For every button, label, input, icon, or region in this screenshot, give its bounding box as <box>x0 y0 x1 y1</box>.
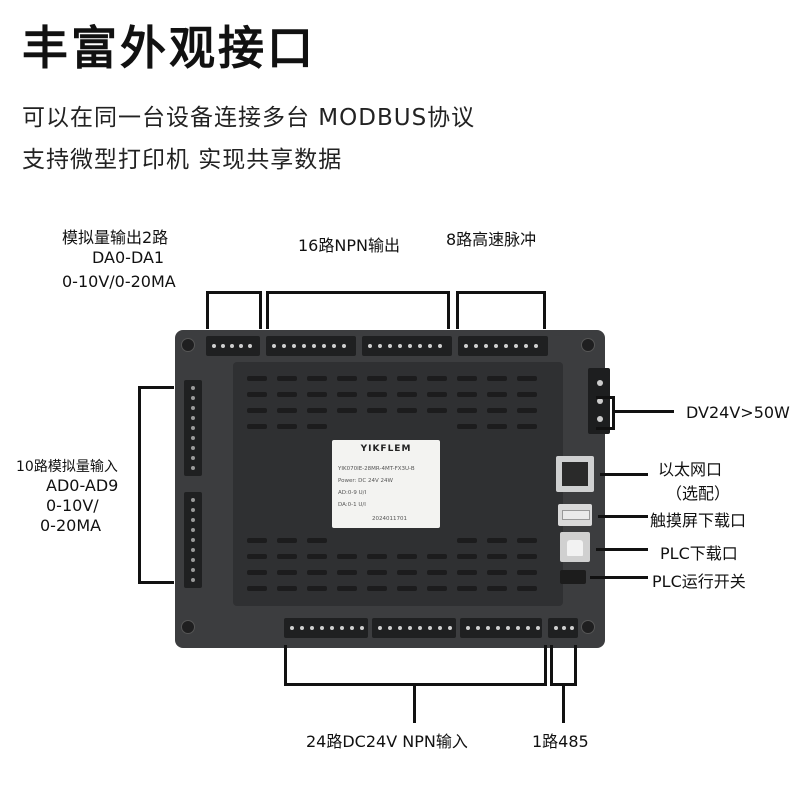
terminal-npn-input-a <box>284 618 368 638</box>
label-plc-run-switch: PLC运行开关 <box>652 572 746 591</box>
power-terminal <box>588 368 610 434</box>
da-spec-text: DA:0-1 U/I <box>338 502 366 508</box>
usb-b-port-icon <box>560 532 590 562</box>
usb-a-port-icon <box>558 504 592 526</box>
label-analog-input-title: 10路模拟量输入 <box>16 459 118 475</box>
run-switch-icon <box>560 570 586 584</box>
label-plc-download: PLC下载口 <box>660 544 738 563</box>
label-analog-output-channels: DA0-DA1 <box>92 248 165 267</box>
screw-icon <box>581 620 595 634</box>
screw-icon <box>581 338 595 352</box>
subtitle-line-1: 可以在同一台设备连接多台 MODBUS协议 <box>22 105 476 131</box>
label-ethernet-optional: （选配） <box>666 484 731 503</box>
model-text: YIK070IE-28MR-4MT-FX3U-B <box>338 466 415 472</box>
label-high-speed-pulse: 8路高速脉冲 <box>446 230 537 249</box>
label-npn-output: 16路NPN输出 <box>298 236 400 255</box>
label-analog-output-range: 0-10V/0-20MA <box>62 272 176 291</box>
label-analog-input-channels: AD0-AD9 <box>46 476 119 495</box>
label-touch-download: 触摸屏下载口 <box>650 511 747 530</box>
terminal-analog-input-b <box>184 492 202 588</box>
terminal-rs485 <box>548 618 578 638</box>
screw-icon <box>181 338 195 352</box>
terminal-npn-output-a <box>266 336 356 356</box>
terminal-npn-input-b <box>372 618 456 638</box>
label-analog-input-range-2: 0-20MA <box>40 516 102 535</box>
label-power: DV24V>50W <box>686 403 790 422</box>
label-analog-output-title: 模拟量输出2路 <box>62 228 169 247</box>
terminal-npn-input-c <box>460 618 542 638</box>
label-npn-input: 24路DC24V NPN输入 <box>306 732 468 751</box>
terminal-analog-output <box>206 336 260 356</box>
brand-logo: YIKFLEM <box>360 444 412 454</box>
serial-text: 2024011701 <box>372 516 407 522</box>
terminal-pulse <box>458 336 548 356</box>
page-title: 丰富外观接口 <box>22 21 316 75</box>
terminal-npn-output-b <box>362 336 452 356</box>
product-label: YIKFLEM YIK070IE-28MR-4MT-FX3U-B Power: … <box>332 440 440 528</box>
ethernet-port-icon <box>556 456 594 492</box>
label-rs485: 1路485 <box>532 732 589 751</box>
ad-spec-text: AD:0-9 U/I <box>338 490 367 496</box>
power-spec-text: Power: DC 24V 24W <box>338 478 393 484</box>
screw-icon <box>181 620 195 634</box>
label-ethernet: 以太网口 <box>658 460 723 479</box>
subtitle-line-2: 支持微型打印机 实现共享数据 <box>22 147 343 173</box>
terminal-analog-input-a <box>184 380 202 476</box>
label-analog-input-range-1: 0-10V/ <box>46 496 99 515</box>
